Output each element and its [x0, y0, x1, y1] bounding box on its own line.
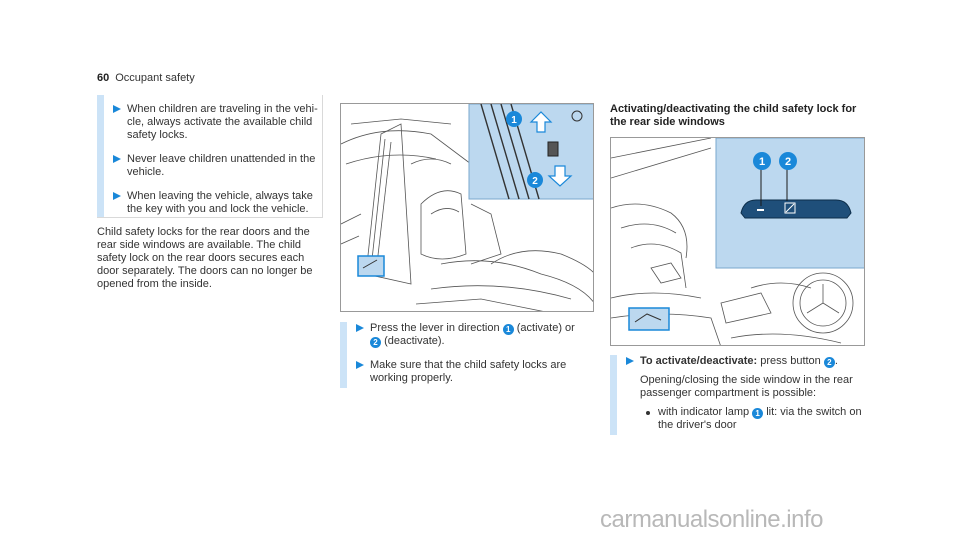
- step-bar: [340, 322, 347, 388]
- figure-label-2: 2: [532, 176, 538, 187]
- callout-2-badge: 2: [370, 337, 381, 348]
- door-panel-drawing: 1 2: [611, 138, 864, 345]
- figure-label-1: 1: [759, 156, 765, 168]
- page-header: 60 Occupant safety: [97, 72, 195, 84]
- watermark-text: carmanualsonline.info: [600, 506, 823, 533]
- intro-paragraph: Child safety locks for the rear doors an…: [97, 226, 313, 290]
- warning-item: When children are traveling in the vehi-…: [97, 103, 322, 142]
- callout-2-badge: 2: [823, 357, 835, 368]
- bullet-item: with indicator lamp 1 lit: via the switc…: [610, 406, 872, 432]
- page-number: 60: [97, 72, 110, 84]
- warning-item: Never leave children unattended in the v…: [97, 153, 322, 179]
- warning-bar: [97, 95, 104, 217]
- step-item: Make sure that the child safety locks ar…: [340, 359, 594, 385]
- window-steps: To activate/deactivate: press button 2. …: [610, 355, 872, 435]
- arrow-icon: [626, 357, 634, 365]
- step-item: Press the lever in direction 1 (activate…: [340, 322, 594, 348]
- step-bar: [610, 355, 617, 435]
- arrow-icon: [356, 361, 364, 369]
- figure-label-1: 1: [511, 115, 517, 126]
- arrow-icon: [113, 192, 121, 200]
- door-steps: Press the lever in direction 1 (activate…: [340, 322, 594, 388]
- callout-1-badge: 1: [752, 408, 764, 419]
- arrow-icon: [356, 324, 364, 332]
- window-lock-illustration: 1 2: [610, 137, 865, 346]
- figure-label-2: 2: [785, 156, 791, 168]
- warning-box: When children are traveling in the vehi-…: [97, 95, 323, 218]
- section-title: Occupant safety: [115, 72, 195, 84]
- arrow-icon: [113, 155, 121, 163]
- step-item: To activate/deactivate: press button 2.: [610, 355, 872, 368]
- warning-item: When leaving the vehicle, always take th…: [97, 190, 322, 216]
- callout-1-badge: 1: [502, 324, 514, 335]
- bullet-dot: [646, 411, 650, 415]
- door-interior-drawing: 1 2: [341, 104, 593, 311]
- window-paragraph: Opening/closing the side window in the r…: [640, 374, 853, 399]
- arrow-icon: [113, 105, 121, 113]
- section-heading: Activating/deactivating the child safety…: [610, 103, 857, 128]
- door-lock-illustration: 1 2: [340, 103, 594, 312]
